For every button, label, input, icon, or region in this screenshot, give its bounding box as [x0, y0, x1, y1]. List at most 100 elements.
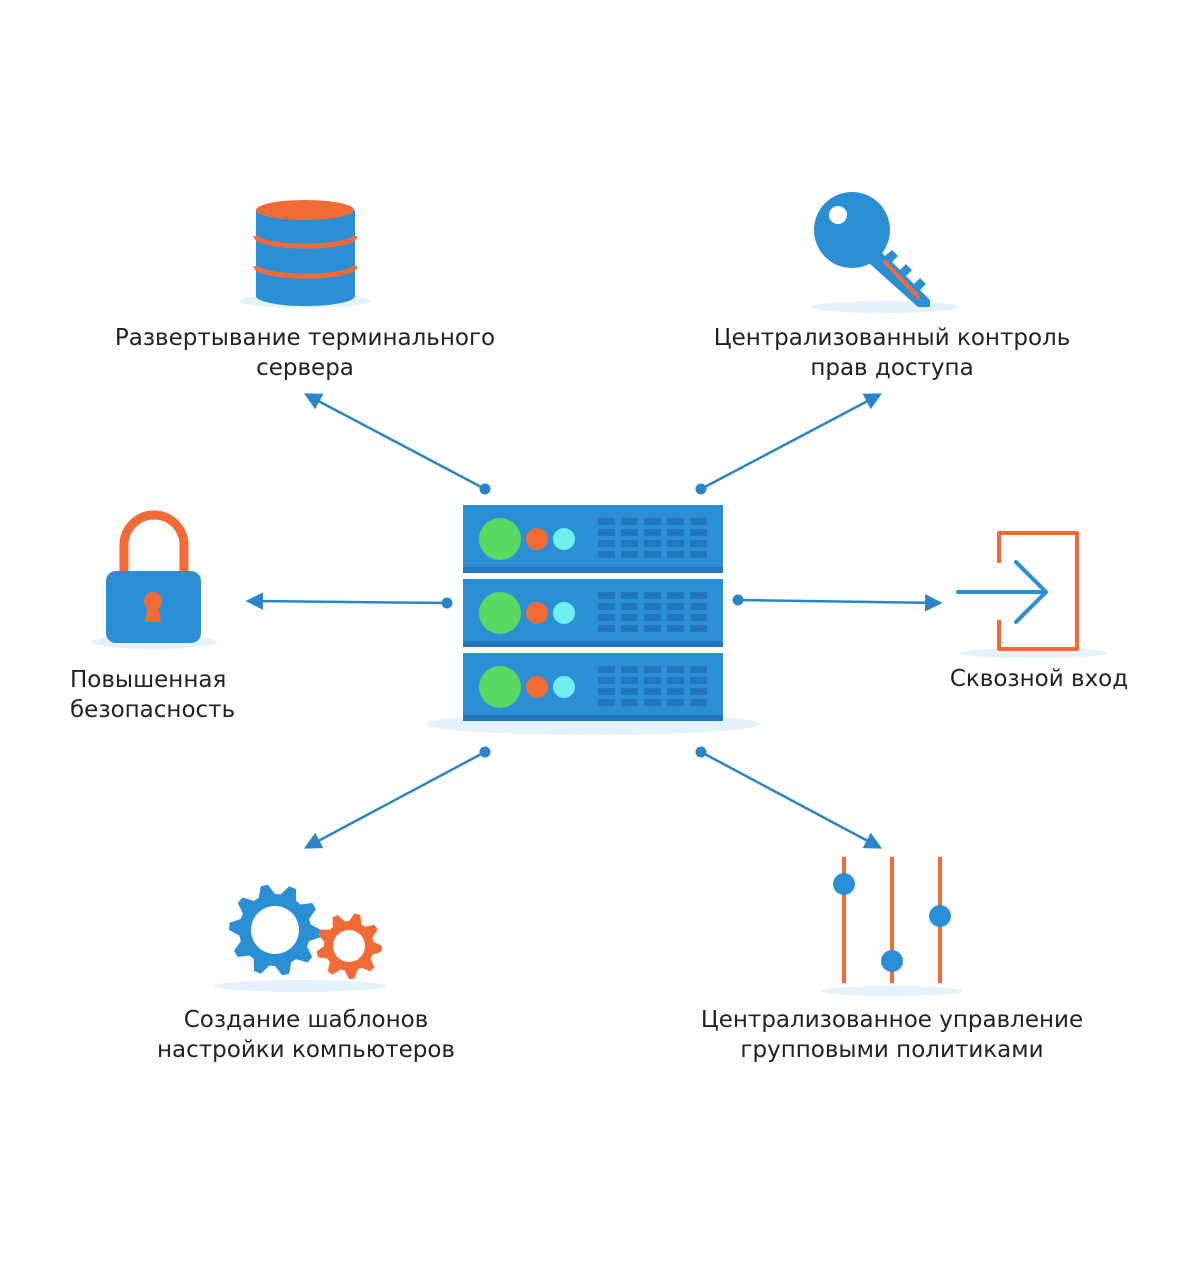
database-icon [239, 200, 371, 308]
label-security: Повышенная безопасность [70, 665, 235, 725]
vent-slot [667, 592, 684, 599]
label-sso: Сквозной вход [950, 664, 1128, 694]
vent-slot [667, 699, 684, 706]
server-unit-1 [463, 505, 723, 573]
gears-icon [214, 884, 386, 992]
vent-slot [621, 518, 638, 525]
vent-slot [598, 625, 615, 632]
vent-slot [667, 677, 684, 684]
sliders-icon [822, 857, 962, 996]
vent-slot [598, 699, 615, 706]
vent-slot [598, 614, 615, 621]
vent-slot [644, 529, 661, 536]
label-access-line-1: Централизованный контроль [713, 325, 1071, 351]
vent-slot [690, 518, 707, 525]
vent-slot [621, 614, 638, 621]
arrow-terminal [303, 393, 491, 495]
vent-slot [690, 688, 707, 695]
vent-slot [667, 518, 684, 525]
vent-slot [598, 540, 615, 547]
gear-large [229, 884, 321, 976]
vent-slot [644, 540, 661, 547]
server-vents [598, 518, 707, 706]
label-access-line-2: прав доступа [810, 355, 974, 381]
vent-slot [690, 625, 707, 632]
vent-slot [690, 614, 707, 621]
vent-slot [644, 666, 661, 673]
vent-slot [598, 551, 615, 558]
vent-slot [621, 688, 638, 695]
label-security-line-2: безопасность [70, 697, 236, 723]
label-templates: Создание шаблонов настройки компьютеров [157, 1005, 455, 1065]
vent-slot [598, 603, 615, 610]
vent-slot [667, 614, 684, 621]
vent-slot [644, 551, 661, 558]
vent-slot [621, 677, 638, 684]
label-templates-line-1: Создание шаблонов [183, 1007, 429, 1033]
server-unit-3 [463, 653, 723, 721]
vent-slot [644, 699, 661, 706]
vent-slot [667, 529, 684, 536]
label-terminal: Развертывание терминального сервера [115, 323, 495, 383]
sign-in-icon [956, 531, 1108, 658]
vent-slot [690, 540, 707, 547]
vent-slot [644, 518, 661, 525]
vent-slot [667, 603, 684, 610]
label-security-line-1: Повышенная [70, 667, 227, 693]
vent-slot [667, 666, 684, 673]
vent-slot [690, 603, 707, 610]
arrow-templates [303, 746, 491, 849]
vent-slot [690, 592, 707, 599]
label-access: Централизованный контроль прав доступа [714, 323, 1071, 383]
vent-slot [690, 551, 707, 558]
vent-slot [621, 540, 638, 547]
label-policies: Централизованное управление групповыми п… [701, 1005, 1083, 1065]
vent-slot [598, 688, 615, 695]
label-templates-line-2: настройки компьютеров [157, 1037, 455, 1063]
vent-slot [644, 688, 661, 695]
vent-slot [621, 699, 638, 706]
vent-slot [667, 540, 684, 547]
vent-slot [598, 518, 615, 525]
vent-slot [644, 677, 661, 684]
label-policies-line-2: групповыми политиками [740, 1037, 1044, 1063]
vent-slot [598, 666, 615, 673]
vent-slot [667, 688, 684, 695]
vent-slot [644, 614, 661, 621]
vent-slot [690, 699, 707, 706]
label-policies-line-1: Централизованное управление [700, 1007, 1084, 1033]
vent-slot [690, 677, 707, 684]
vent-slot [667, 625, 684, 632]
vent-slot [621, 666, 638, 673]
vent-slot [621, 529, 638, 536]
vent-slot [598, 677, 615, 684]
vent-slot [598, 592, 615, 599]
vent-slot [644, 592, 661, 599]
gear-hole [251, 906, 299, 954]
key-icon [811, 192, 959, 313]
gear-small [316, 913, 382, 979]
vent-slot [621, 625, 638, 632]
label-sso-line-1: Сквозной вход [949, 666, 1129, 692]
arrow-policies [695, 746, 883, 849]
gear-hole [333, 930, 365, 962]
connector-arrows [245, 393, 943, 849]
padlock-icon [91, 510, 217, 649]
vent-slot [621, 603, 638, 610]
arrow-access [695, 393, 883, 495]
server-rack-icon [426, 505, 760, 735]
arrow-security [245, 592, 453, 610]
arrow-sso [732, 594, 943, 612]
vent-slot [644, 625, 661, 632]
vent-slot [621, 551, 638, 558]
vent-slot [667, 551, 684, 558]
label-terminal-line-2: сервера [256, 355, 354, 381]
vent-slot [690, 666, 707, 673]
server-unit-2 [463, 579, 723, 647]
vent-slot [690, 529, 707, 536]
vent-slot [598, 529, 615, 536]
vent-slot [621, 592, 638, 599]
vent-slot [644, 603, 661, 610]
